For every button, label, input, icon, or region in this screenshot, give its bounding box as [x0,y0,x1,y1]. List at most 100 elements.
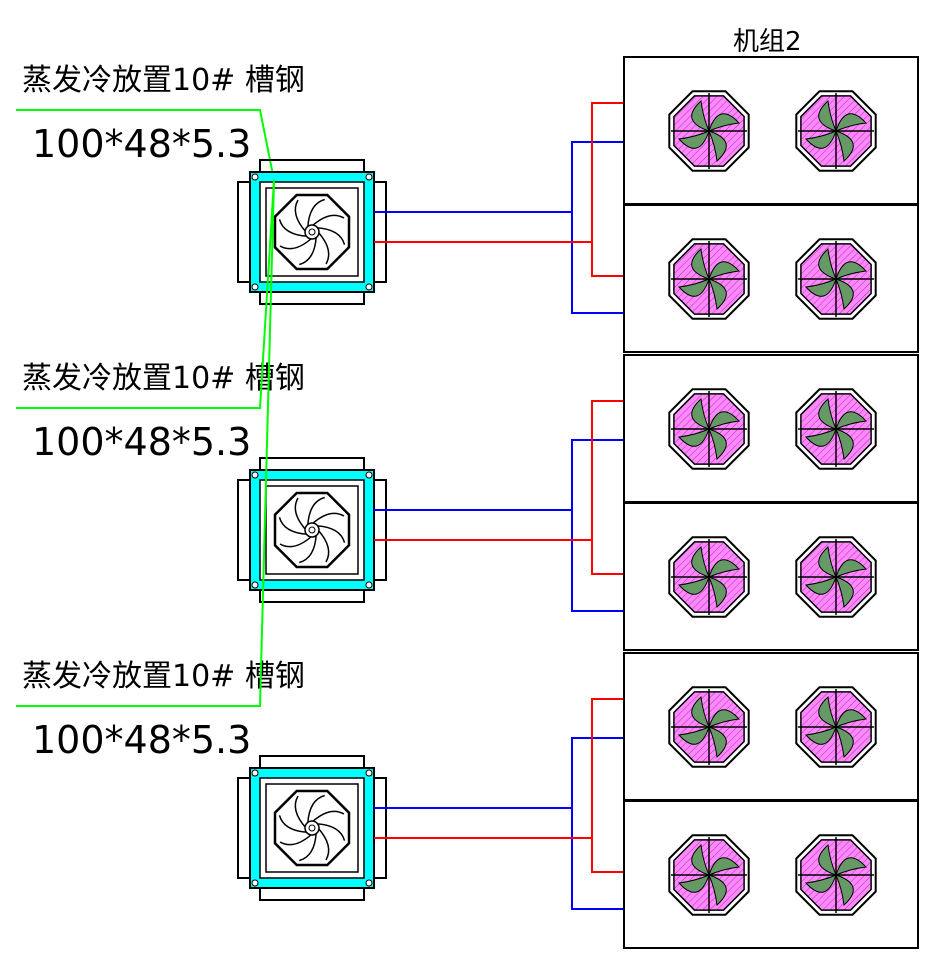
evaporator-fan-blade [294,795,307,829]
fan-blade [835,857,868,876]
evaporator-label: 蒸发冷放置10# 槽钢 [22,361,305,396]
fan-blade [708,130,727,163]
condenser-fan [795,90,877,172]
supply-manifold [571,737,624,910]
fan-blade [835,113,868,132]
fan-guard-outer [668,536,750,618]
condenser-fan [668,536,750,618]
bolt [365,173,373,181]
evaporator-unit [237,457,387,603]
evaporator-fan-blade [279,535,313,548]
condenser-fan [668,834,750,916]
evaporator-fan-blade [278,219,308,237]
evaporator-label: 蒸发冷放置10# 槽钢 [22,659,305,694]
fan-blade [835,278,854,311]
fan-hub-center [308,824,316,832]
evaporator-fan-blade [307,794,325,824]
bolt [251,283,259,291]
fan-blade [818,545,837,578]
return-manifold [591,698,624,873]
fan-blade [708,559,741,578]
fan-blade [835,130,854,163]
condenser-fan [795,686,877,768]
supply-manifold [571,141,624,314]
fan-blade [708,874,727,907]
fan-blade [677,726,710,745]
evaporator-fan-blade [294,497,307,531]
bolt [365,879,373,887]
fan-guard-outer [668,834,750,916]
fan-blade [804,726,837,745]
fan-blade [677,130,710,149]
bolt [251,173,259,181]
evaporator-fan-blade [316,823,346,841]
fan-blade [804,278,837,297]
fan-guard-outer [668,90,750,172]
evaporator-fan-blade [317,827,330,861]
supply-manifold [571,439,624,612]
bolt [365,769,373,777]
leader-line [16,109,275,181]
fan-blade [835,709,868,728]
fan-blade [677,576,710,595]
leader-line [16,179,275,409]
fan-blade [835,411,868,430]
fan-blade [708,428,727,461]
fan-blade [818,397,837,430]
bolt [365,283,373,291]
fan-guard-outer [795,90,877,172]
fan-blade [691,843,710,876]
fan-blade [708,857,741,876]
evaporator-fan-blade [278,815,308,833]
fan-blade [708,411,741,430]
evaporator-fan-blade [294,199,307,233]
evaporator-fan-blade [311,810,345,823]
evaporator-fan-blade [311,512,345,525]
fan-blade [835,874,854,907]
fan-blade [708,113,741,132]
channel-dimension: 100*48*5.3 [32,718,251,762]
evaporator-fan-blade [307,496,325,526]
evaporator-fan-blade [307,198,325,228]
fan-blade [691,99,710,132]
fan-blade [835,726,854,759]
channel-dimension: 100*48*5.3 [32,122,251,166]
return-manifold [591,400,624,575]
fan-blade [708,261,741,280]
fan-blade [818,99,837,132]
fan-blade [708,709,741,728]
condenser-fan [795,388,877,470]
unit-group: 蒸发冷放置10# 槽钢 100*48*5.3 [16,179,919,949]
fan-blade [804,428,837,447]
fan-blade [691,695,710,728]
condenser-fan [668,90,750,172]
evaporator-fan-blade [316,227,346,245]
fan-blade [818,695,837,728]
fan-blade [804,576,837,595]
fan-guard-outer [795,686,877,768]
fan-guard-outer [668,686,750,768]
bolt [251,581,259,589]
fan-blade [708,278,727,311]
fan-blade [835,428,854,461]
fan-blade [818,843,837,876]
evaporator-fan-blade [316,525,346,543]
fan-guard-outer [668,238,750,320]
fan-guard-outer [795,536,877,618]
fan-guard-outer [668,388,750,470]
bolt [365,471,373,479]
evaporator-fan-blade [279,833,313,846]
evaporator-fan-blade [299,236,317,266]
fan-hub-center [308,526,316,534]
fan-blade [691,247,710,280]
condenser-fan [795,238,877,320]
fan-hub-center [308,228,316,236]
bolt [251,879,259,887]
fan-blade [691,397,710,430]
evaporator-fan-blade [311,214,345,227]
fan-blade [708,726,727,759]
fan-blade [691,545,710,578]
